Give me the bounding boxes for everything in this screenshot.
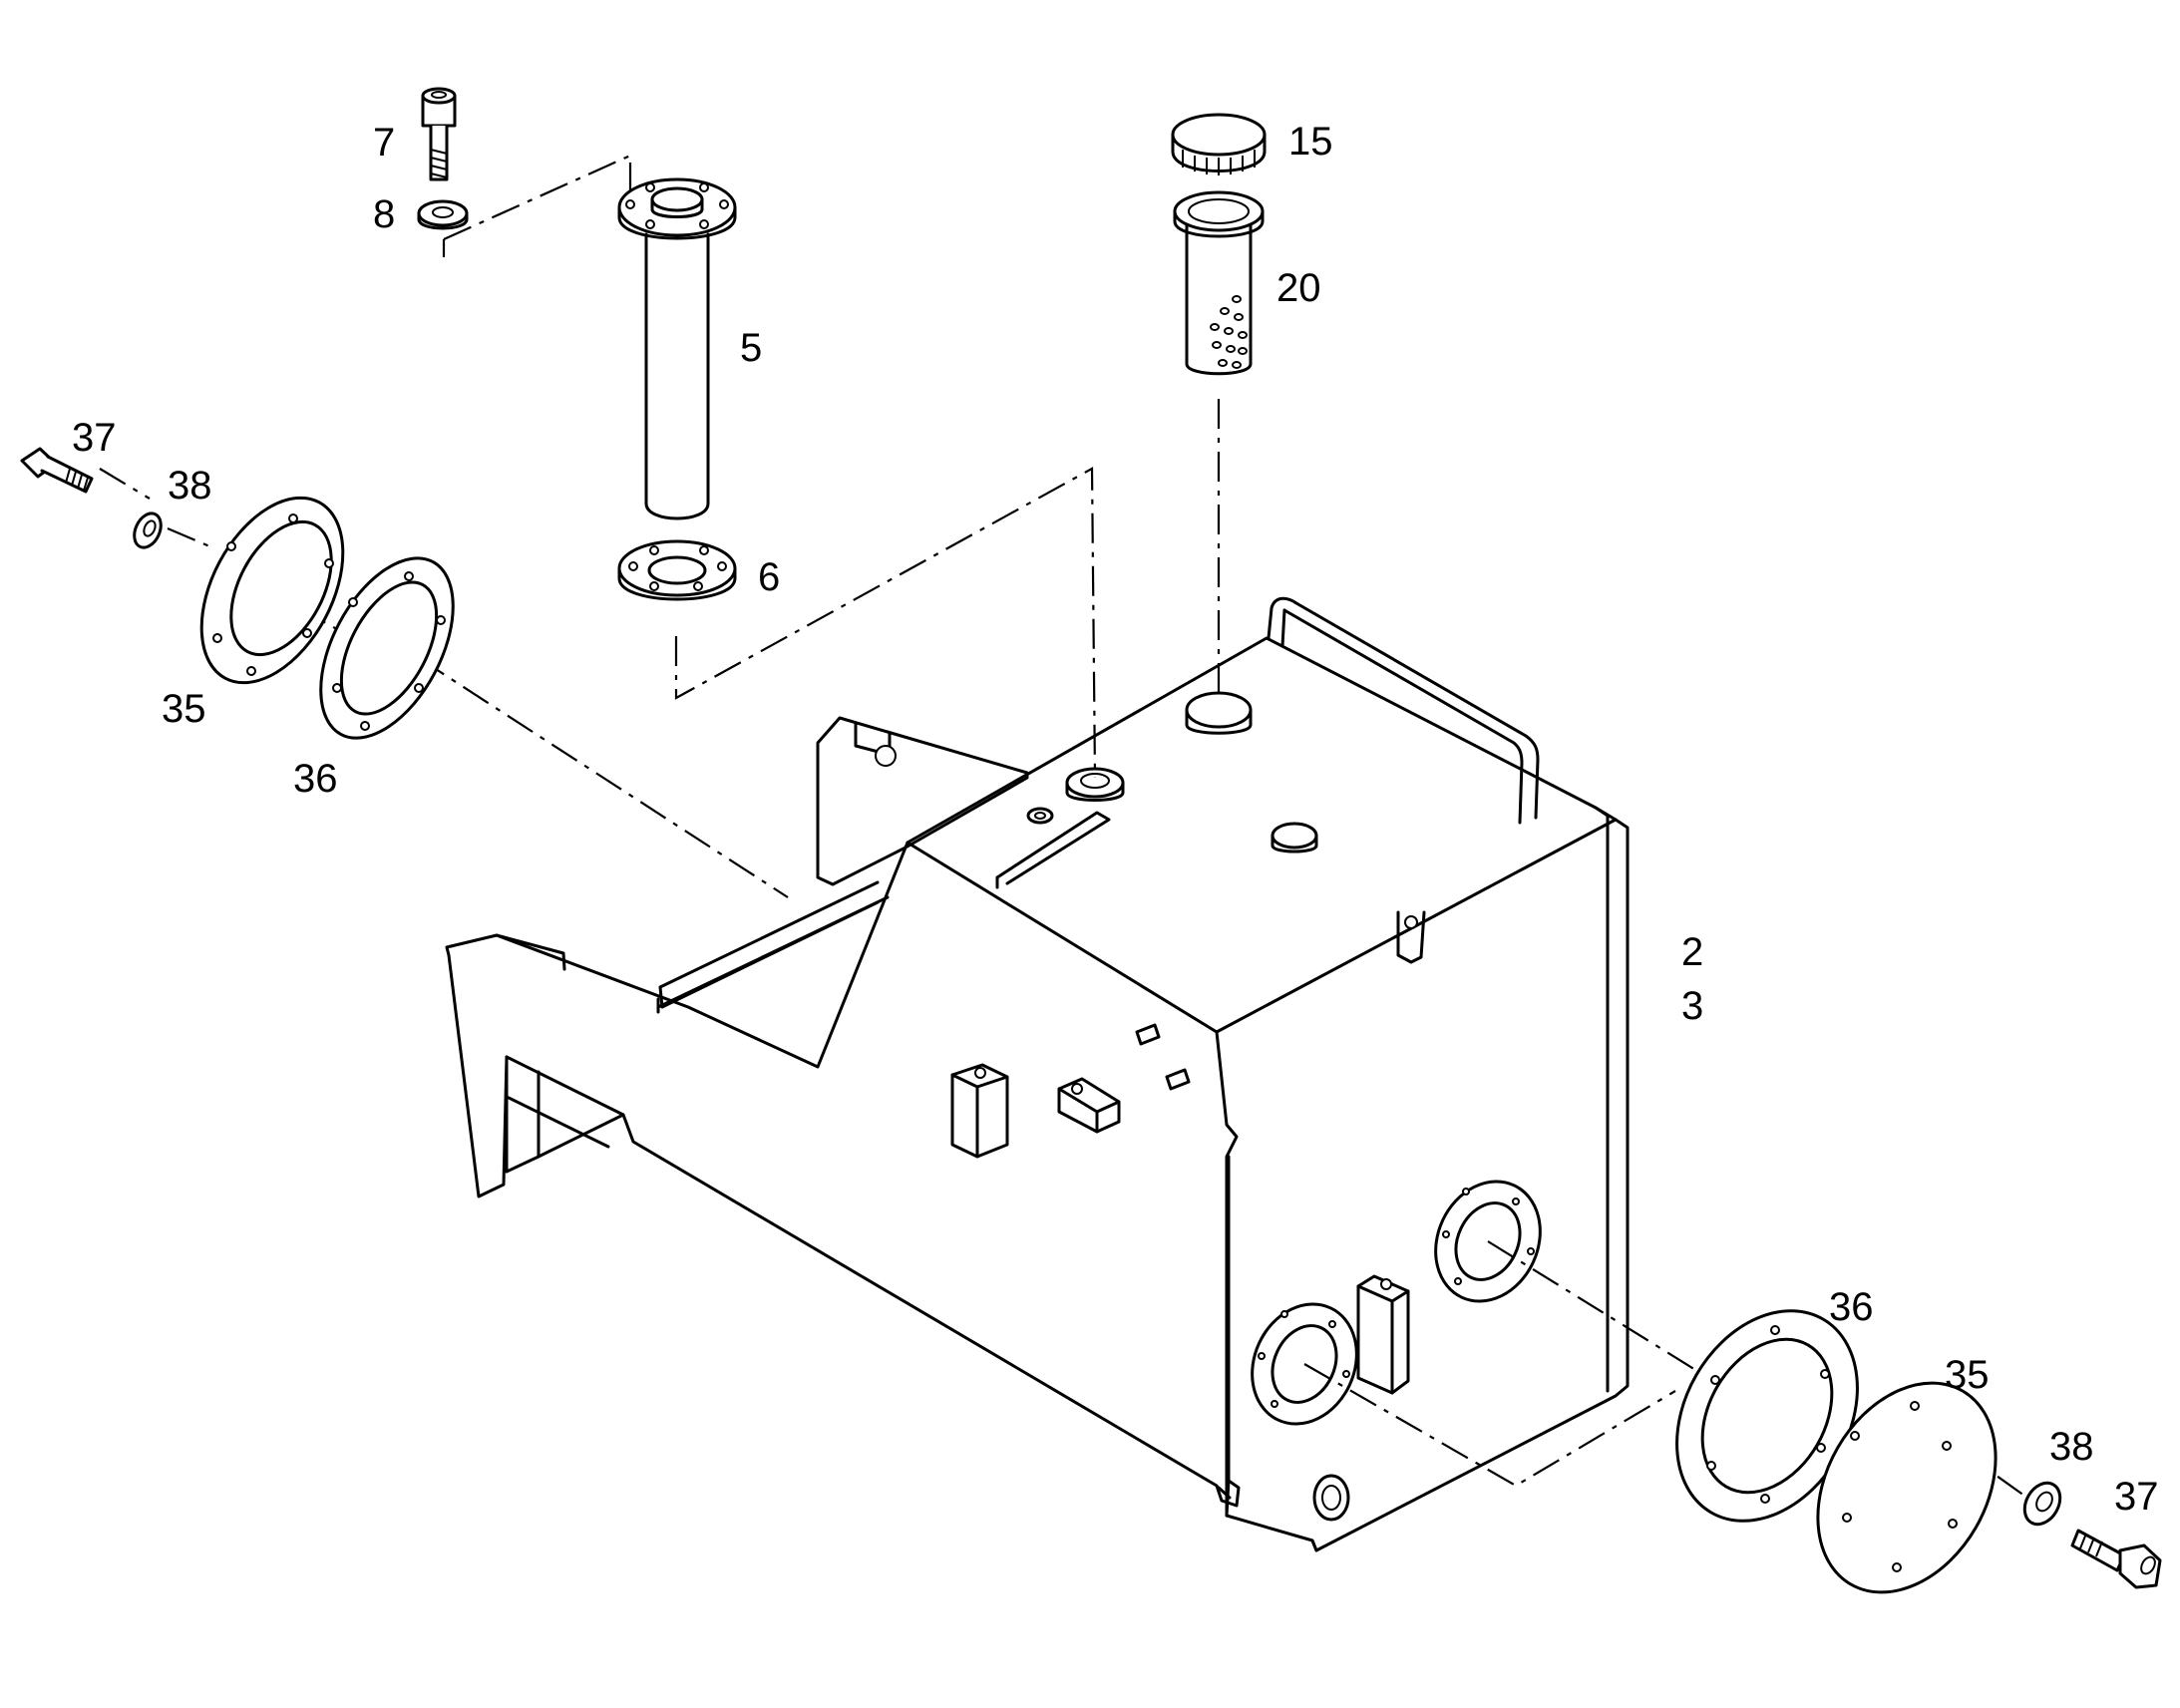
part-38-washer-right — [2022, 1481, 2062, 1527]
callout-7: 7 — [373, 121, 395, 165]
callout-36-left: 36 — [293, 757, 338, 801]
part-5-sender-tube — [617, 177, 737, 520]
callout-37-left: 37 — [72, 416, 117, 460]
callout-6: 6 — [758, 555, 780, 599]
callout-5: 5 — [740, 326, 762, 370]
callout-8: 8 — [373, 192, 395, 236]
callout-2: 2 — [1681, 930, 1703, 974]
callout-15: 15 — [1288, 120, 1333, 164]
callout-labels: 7 8 5 6 15 20 37 38 35 36 2 3 36 35 38 3… — [72, 120, 2159, 1519]
callout-38-left: 38 — [168, 464, 212, 508]
part-6-gasket — [617, 539, 737, 601]
assembly-lines — [99, 154, 2025, 1497]
part-37-bolt-right — [2070, 1529, 2162, 1589]
part-7-bolt — [421, 87, 457, 181]
callout-3: 3 — [1681, 984, 1703, 1028]
part-37-bolt-left — [20, 447, 94, 494]
part-35-cover-right — [1816, 1381, 1998, 1594]
callout-37-right: 37 — [2114, 1475, 2159, 1519]
part-8-washer — [417, 199, 469, 230]
callout-35-left: 35 — [162, 687, 206, 731]
part-36-gasket-left — [319, 556, 455, 740]
callout-35-right: 35 — [1945, 1353, 1990, 1397]
part-36-gasket-right — [1675, 1309, 1859, 1523]
callout-36-right: 36 — [1829, 1285, 1874, 1329]
fuel-tank-body — [445, 596, 1630, 1552]
part-35-cover-left — [199, 496, 345, 685]
callout-20: 20 — [1276, 266, 1321, 310]
part-20-strainer — [1173, 190, 1265, 376]
callout-38-right: 38 — [2049, 1425, 2094, 1469]
part-15-cap — [1171, 113, 1267, 175]
part-38-washer-left — [133, 512, 163, 549]
